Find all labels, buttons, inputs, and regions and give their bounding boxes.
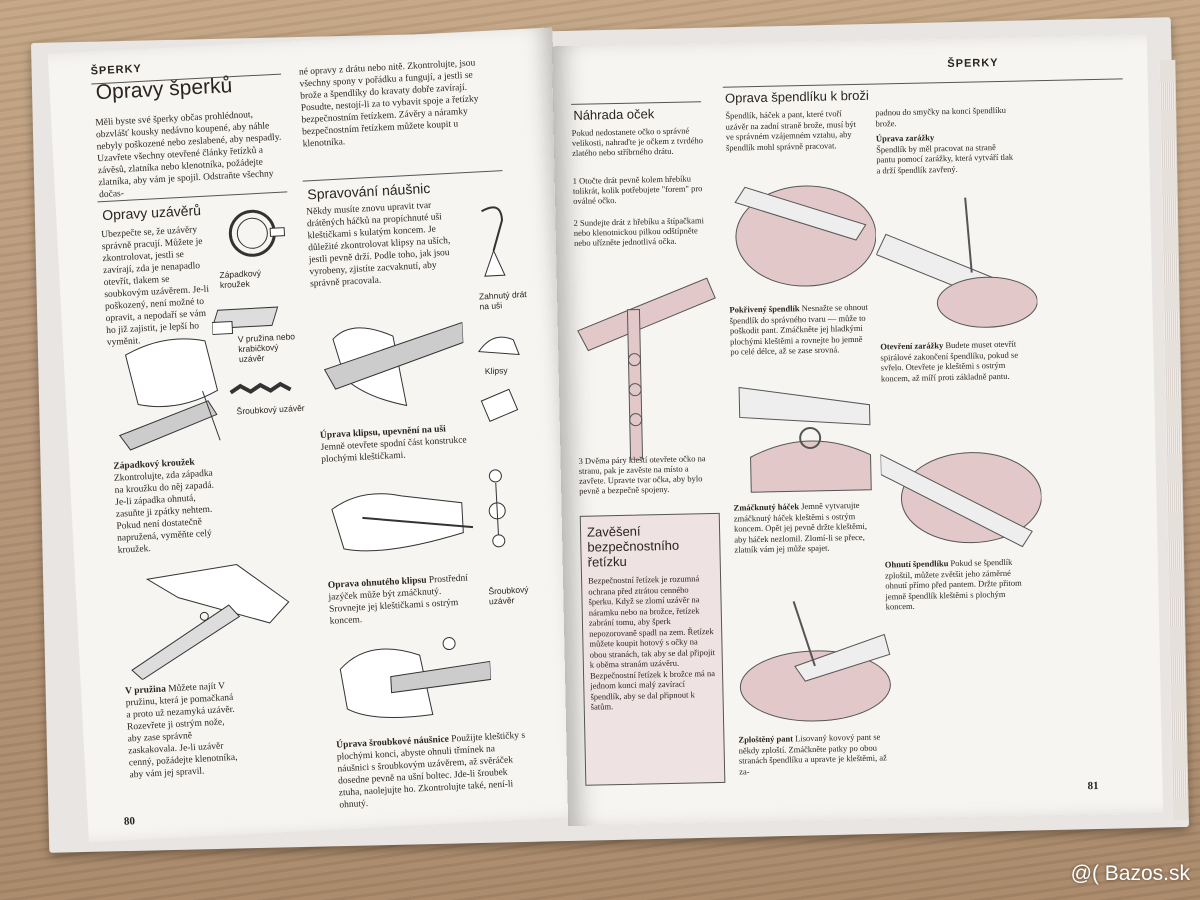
safety-text: Bezpečnostní řetízek je rozumná ochrana … <box>587 573 716 712</box>
blunt-caption: Ohnutí špendlíku Pokud se špendlík zploš… <box>885 557 1026 612</box>
box-clasp-illustration <box>211 306 279 336</box>
clip-caption: Úprava klipsu, upevnění na uši Jemně ote… <box>320 422 472 466</box>
safety-chain-box: Zavěšení bezpečnostního řetízku Bezpečno… <box>579 512 726 786</box>
closures-text: Ubezpečte se, že uzávěry správně pracují… <box>100 225 210 349</box>
flat-caption-title: Zploštěný pant <box>738 733 794 745</box>
hook-caption: Zmáčknutý háček Jemně vytvarujte zmáčknu… <box>733 500 874 555</box>
divider <box>571 101 702 105</box>
hook-caption-title: Zmáčknutý háček <box>733 501 800 513</box>
open-stop-caption-title: Otevření zarážky <box>880 340 944 352</box>
safety-heading: Zavěšení bezpečnostního řetízku <box>586 523 680 570</box>
page-title: Opravy šperků <box>95 74 233 105</box>
hook-earring-illustration <box>481 206 506 277</box>
bent-caption: Oprava ohnutého klipsu Prostřední jazýče… <box>328 572 480 628</box>
brooch-text: Špendlík, háček a pant, které tvoří uzáv… <box>725 108 857 153</box>
stop-caption-text: Špendlík by měl pracovat na straně pantu… <box>876 141 1014 176</box>
jump-ring-chain-illustration <box>577 277 716 461</box>
screw-caption: Úprava šroubkové náušnice Použijte klešt… <box>336 730 530 812</box>
section-tag: ŠPERKY <box>947 56 999 71</box>
bent-clip-illustration <box>331 493 474 552</box>
spring-caption-title: V pružina <box>124 684 167 697</box>
clip-illustration <box>477 336 520 356</box>
spring-caption-text: Můžete najít V pružinu, která je pomačka… <box>125 681 238 781</box>
crushed-hook-illustration <box>738 386 872 493</box>
blunt-pin-illustration <box>880 452 1042 548</box>
right-page: ŠPERKY Náhrada oček Pokud nedostanete oč… <box>551 33 1164 827</box>
bazos-watermark: @( Bazos.sk <box>1070 862 1190 885</box>
flat-hinge-illustration <box>739 601 891 722</box>
clip-illustration-2 <box>480 388 519 422</box>
left-page: ŠPERKY Opravy šperků Měli byste své šper… <box>47 27 594 843</box>
screw-earring-repair-illustration <box>339 637 492 719</box>
step-2: 2 Sundejte drát z hřebíku a štípačkami n… <box>573 215 704 248</box>
open-stop-caption: Otevření zarážky Budete muset otevřít sp… <box>880 339 1021 384</box>
ring-caption-text: Zkontrolujte, zda západka na kroužku do … <box>113 468 215 556</box>
earrings-heading: Spravování náušnic <box>306 179 431 203</box>
label-ring: Západkový kroužek <box>219 267 262 291</box>
intro-text: Měli byste své šperky občas prohlédnout,… <box>95 110 282 201</box>
spring-ring-illustration <box>228 209 286 257</box>
screw-clasp-illustration <box>229 381 292 395</box>
v-spring-illustration <box>131 564 290 681</box>
flat-caption: Zploštěný pant Lisovaný kovový pant se n… <box>738 731 889 776</box>
step-3: 3 Dvěma páry kleští otevřete očko na str… <box>578 453 706 496</box>
eyes-text: Pokud nedostanete očko o správné velikos… <box>571 125 704 158</box>
page-number: 81 <box>1087 780 1099 793</box>
label-spring: V pružina nebo krabičkový uzávěr <box>237 331 296 365</box>
label-screw: Šroubkový uzávěr <box>236 402 305 417</box>
brooch-heading: Oprava špendlíku k broži <box>724 87 869 106</box>
screw-earring-illustration <box>488 469 506 548</box>
bent-pin-illustration <box>734 185 877 287</box>
stop-caption: Úprava zarážky Špendlík by měl pracovat … <box>876 131 1017 176</box>
section-tag: ŠPERKY <box>90 62 143 78</box>
divider <box>722 78 1123 88</box>
divider <box>302 170 503 182</box>
open-stop-illustration <box>875 197 1038 328</box>
ring-caption: Západkový kroužek Zkontrolujte, zda zápa… <box>113 455 228 557</box>
ear-clip-pliers-illustration <box>323 321 464 407</box>
spring-caption: V pružina Můžete najít V pružinu, která … <box>125 680 240 782</box>
earrings-text: Někdy musíte znovu upravit tvar drátěnýc… <box>306 200 451 290</box>
closures-heading: Opravy uzávěrů <box>101 201 202 224</box>
page-number: 80 <box>123 815 136 828</box>
eyes-heading: Náhrada oček <box>573 106 655 123</box>
step-1: 1 Otočte drát pevně kolem hřebíku tolikr… <box>572 173 703 206</box>
blunt-caption-title: Ohnutí špendlíku <box>884 558 949 570</box>
label-screws: Šroubkový uzávěr <box>488 584 529 607</box>
label-clips: Klipsy <box>484 365 508 377</box>
label-hooks: Zahnutý drát na uši <box>478 289 527 312</box>
brooch-col2: padnou do smyčky na konci špendlíku brož… <box>875 104 1006 129</box>
bent-pin-caption: Pokřivený špendlík Nesnažte se ohnout šp… <box>729 302 870 357</box>
intro-continued: né opravy z drátu nebo nitě. Zkontrolujt… <box>298 58 479 150</box>
ring-repair-illustration <box>118 338 221 451</box>
